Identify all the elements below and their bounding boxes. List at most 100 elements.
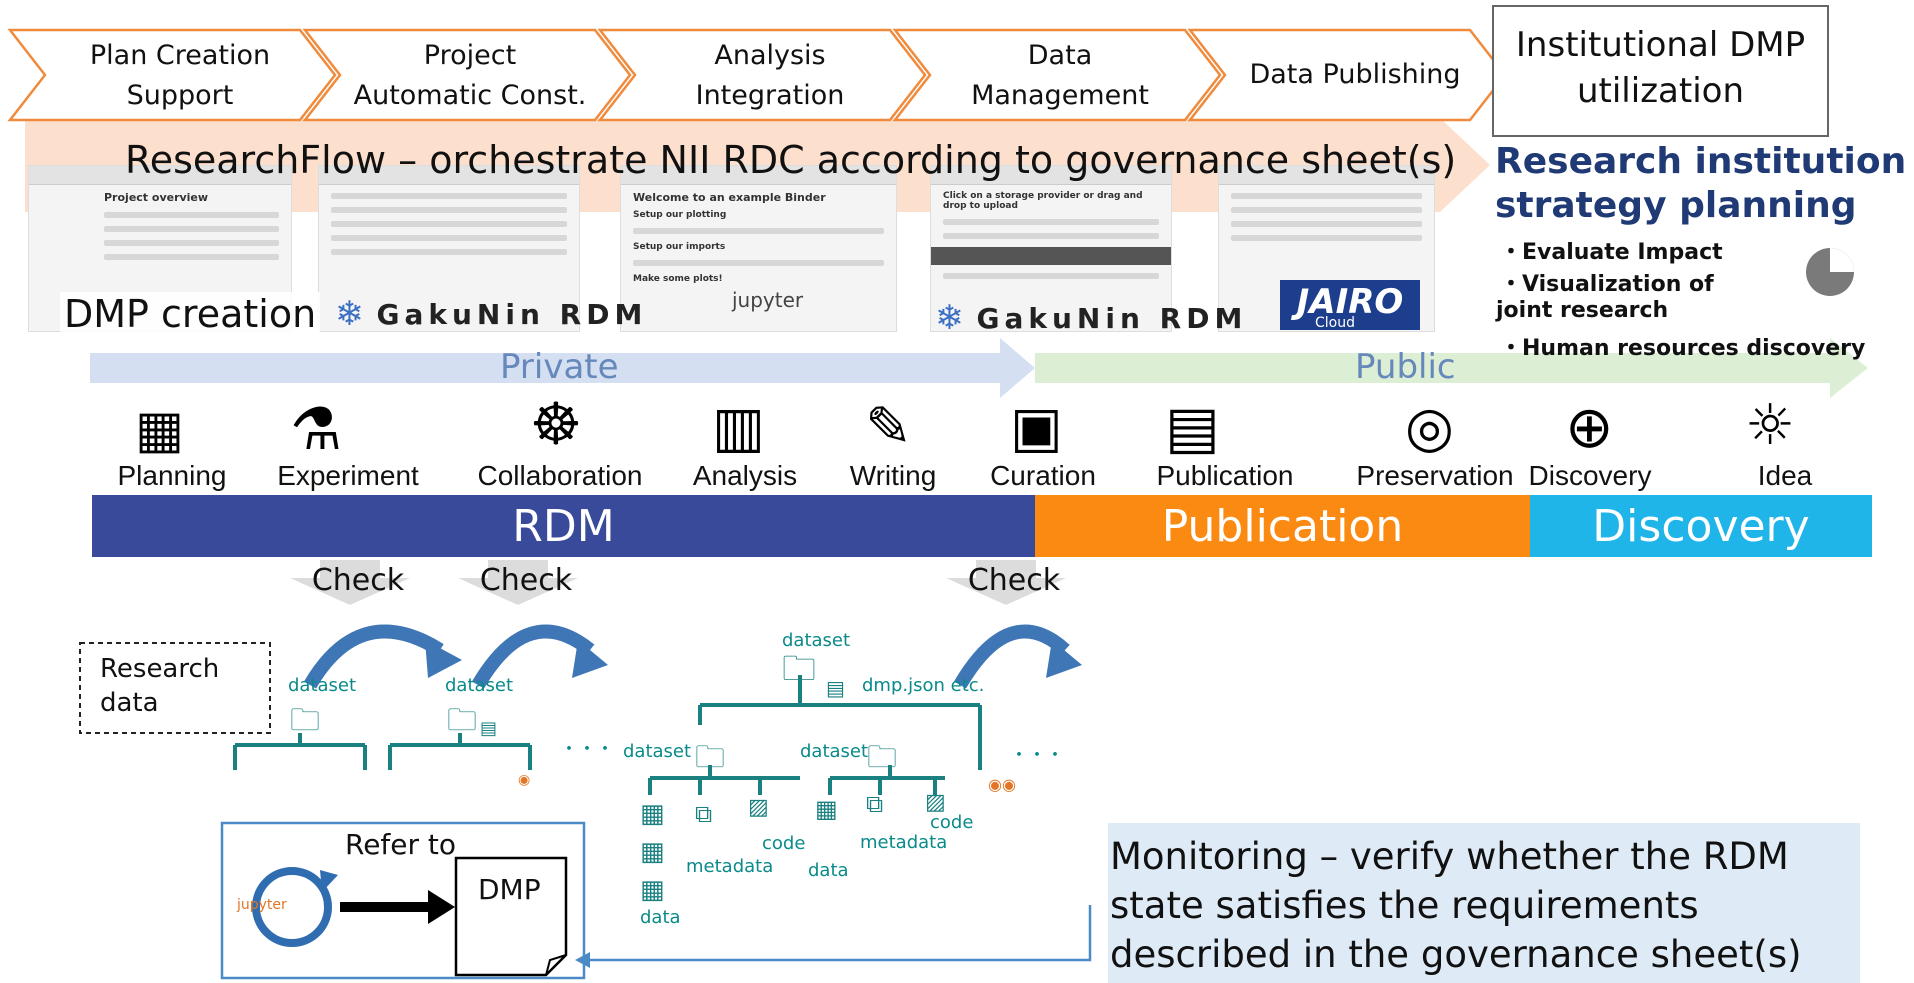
stage-preservation: Preservation [1356, 460, 1514, 491]
private-arrow [90, 338, 1035, 398]
chevron-project-automatic [302, 28, 632, 122]
metadata-icons: ⧉ [695, 800, 713, 828]
metadata-label-1: metadata [686, 856, 774, 877]
jupyter-logo: jupyter [732, 288, 804, 312]
analysis-chart-icon: ▥ [712, 395, 765, 460]
idea-icon: ☼ [1745, 393, 1796, 458]
folder-icon: 🗀 [290, 703, 320, 738]
data-file-icon: ▦ [815, 795, 838, 823]
code-icon: ▨ [748, 795, 769, 820]
dmp-doc-label: DMP [478, 873, 541, 906]
stage-writing: Writing [849, 460, 937, 491]
public-arrow [1035, 338, 1868, 398]
institutional-dmp-box [1492, 5, 1829, 137]
gakunin-screenshot-1 [318, 165, 580, 332]
pie-chart-icon [1806, 248, 1854, 296]
dmp-json-label: dmp.json etc. [862, 675, 985, 696]
stage-experiment: Experiment [277, 460, 419, 491]
gakunin-rdm-logo-1: ❄ GakuNin RDM [335, 294, 648, 334]
gakunin-icon: ❄ [335, 294, 369, 334]
strategy-bullet-3: joint research [1496, 298, 1669, 323]
planning-icon: ▦ [135, 400, 185, 460]
jairo-logo: JAIRO [1280, 280, 1420, 330]
discovery-globe-icon: ⊕ [1565, 393, 1614, 461]
chevron-data-management [892, 28, 1222, 122]
strategy-bullet-1: ・Evaluate Impact [1500, 240, 1723, 265]
database-icon: ◎ [1405, 395, 1454, 460]
stage-planning: Planning [117, 460, 227, 491]
monitoring-box [1108, 823, 1860, 983]
dataset-label-5: dataset [800, 741, 869, 762]
jupyter-small-icon: ◉ [518, 772, 531, 788]
check-down-arrow-3 [946, 560, 1066, 605]
monitoring-text: Monitoring – verify whether the RDM stat… [1110, 835, 1802, 976]
metadata-icon: ⧉ [866, 790, 884, 818]
strategy-bullet-4: ・Human resources discovery [1500, 336, 1866, 361]
jupyter-icon: jupyter [237, 897, 287, 913]
data-label-2: data [808, 860, 849, 881]
discovery-band: Discovery [1530, 495, 1872, 557]
dataset-label-1: dataset [288, 675, 357, 696]
stage-analysis: Analysis [692, 460, 798, 491]
collaboration-icon: ☸ [530, 390, 582, 458]
jupyter-small-icon: ◉◉ [988, 775, 1016, 794]
file-icon: ▤ [826, 676, 845, 700]
check-label-3: Check [967, 563, 1061, 598]
code-icon: ▨ [925, 790, 946, 815]
check-label-1: Check [311, 563, 405, 598]
private-label: Private [500, 347, 619, 387]
curve-arrow-2 [471, 624, 595, 689]
refer-to-label: Refer to [345, 828, 457, 861]
check-down-arrow-2 [458, 560, 578, 605]
code-label-1: code [762, 833, 806, 854]
stage-discovery: Discovery [1528, 460, 1652, 491]
stage-idea: Idea [1757, 460, 1813, 491]
ellipsis-2: ・・・ [1010, 745, 1064, 766]
dataset-label-3: dataset [782, 630, 851, 651]
chevron-plan-creation [7, 28, 337, 122]
research-data-box [79, 642, 271, 734]
folder-icon: 🗀 [695, 740, 725, 775]
dataset-label-2: dataset [445, 675, 514, 696]
strategy-bullet-2: ・Visualization of [1500, 272, 1714, 297]
data-file-icons: ▦▦▦ [640, 799, 665, 905]
folder-icon: 🗀 [782, 649, 816, 689]
curve-arrow-1 [303, 624, 444, 689]
jairo-cloud-label: Cloud [1315, 315, 1355, 331]
dmp-document [454, 856, 568, 977]
refresh-icon [252, 867, 332, 947]
folder-icon: 🗀 [867, 740, 897, 775]
binder-screenshot: Welcome to an example Binder Setup our p… [620, 165, 897, 332]
flow-step-5: Data Publishing [1249, 59, 1461, 90]
gakunin-rdm-logo-2: ❄ GakuNin RDM [935, 298, 1248, 338]
public-label: Public [1355, 347, 1456, 387]
code-label-2: code [930, 812, 974, 833]
chevron-data-publishing [1187, 28, 1507, 122]
researchflow-banner-text: ResearchFlow – orchestrate NII RDC accor… [125, 138, 1457, 182]
dmp-creation-label: DMP creation [60, 292, 321, 336]
publication-icon: ▤ [1165, 393, 1220, 461]
gakunin-screenshot-2: Click on a storage provider or drag and … [930, 165, 1172, 332]
flask-icon: ⚗ [290, 395, 342, 463]
ellipsis-1: ・・・ [560, 739, 614, 760]
dataset-label-4: dataset [623, 741, 692, 762]
publication-band: Publication [1035, 495, 1530, 557]
folder-icon: 🗀 [447, 703, 477, 738]
gakunin-icon: ❄ [935, 298, 969, 338]
stage-curation: Curation [990, 460, 1096, 491]
chevron-analysis-integration [597, 28, 927, 122]
metadata-label-2: metadata [860, 832, 948, 853]
writing-icon: ✎ [865, 395, 912, 460]
check-down-arrow-1 [290, 560, 410, 605]
stage-collaboration: Collaboration [477, 460, 643, 491]
data-label-1: data [640, 907, 681, 928]
curation-icon: ▣ [1010, 395, 1063, 460]
rdm-band: RDM [92, 495, 1035, 557]
